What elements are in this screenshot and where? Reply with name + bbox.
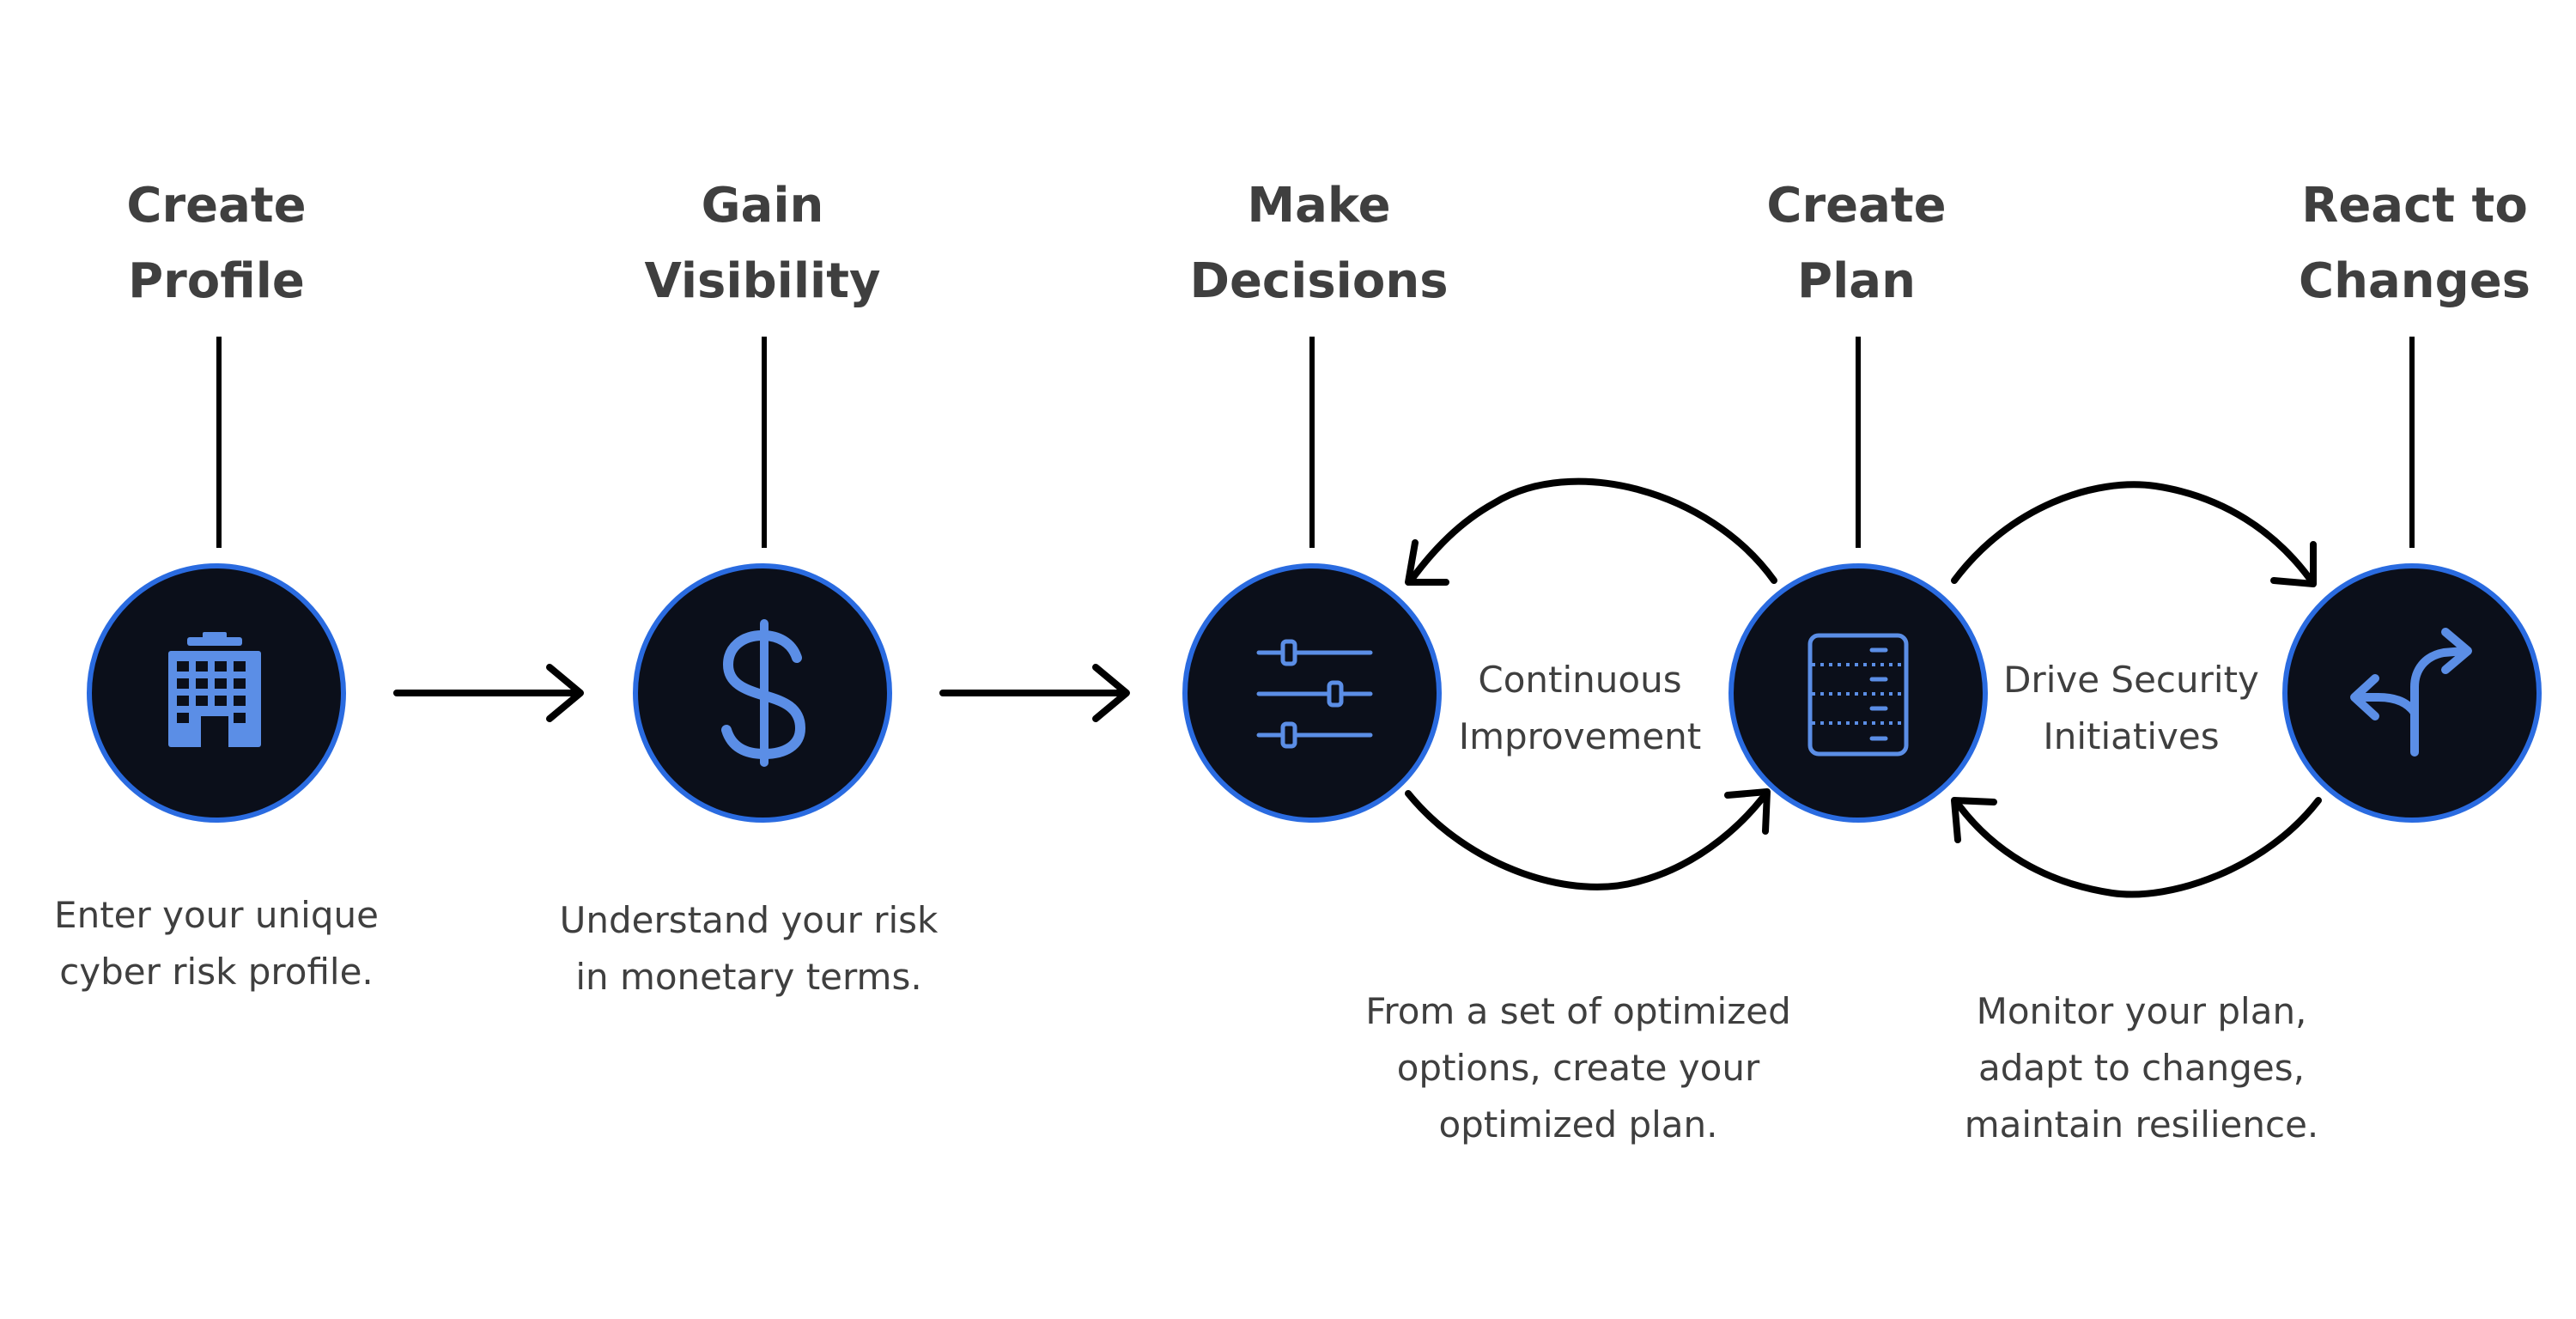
step-title-react-to-changes-line2: Changes <box>2299 253 2530 309</box>
step-node-gain-visibility[interactable] <box>633 563 892 823</box>
step-description-gain-visibility: Understand your risk <box>560 899 939 941</box>
description-create-plan: From a set of optimized <box>1365 990 1791 1032</box>
step-description-gain-visibility-line2: in monetary terms. <box>575 956 921 998</box>
arrow-right <box>939 664 1130 722</box>
loop-label-drive-security: Drive Security <box>2003 659 2259 701</box>
step-title-make-decisions-line2: Decisions <box>1189 253 1448 309</box>
step-title-gain-visibility-line2: Visibility <box>644 253 880 309</box>
step-title-make-decisions: Make <box>1247 178 1390 234</box>
description-create-plan-line2: options, create your <box>1397 1047 1760 1089</box>
step-title-react-to-changes: React to <box>2301 178 2528 234</box>
step-title-create-plan: Create <box>1766 178 1946 234</box>
step-title-create-profile-line2: Profile <box>128 253 305 309</box>
description-react-to-changes-line3: maintain resilience. <box>1965 1103 2319 1146</box>
step-title-create-plan-line2: Plan <box>1797 253 1916 309</box>
building-icon <box>168 632 261 747</box>
server-icon <box>1807 633 1909 757</box>
step-node-make-decisions[interactable] <box>1182 563 1442 823</box>
step-title-create-profile: Create <box>126 178 306 234</box>
step-node-create-profile[interactable] <box>87 563 346 823</box>
dollar-icon <box>721 619 805 767</box>
split-arrow-icon <box>2350 628 2472 757</box>
description-react-to-changes-line2: adapt to changes, <box>1978 1047 2305 1089</box>
step-title-gain-visibility: Gain <box>702 178 824 234</box>
loop-arrow-top-right <box>1951 481 2317 587</box>
description-react-to-changes: Monitor your plan, <box>1977 990 2307 1032</box>
description-create-plan-line3: optimized plan. <box>1438 1103 1717 1146</box>
step-node-react-to-changes[interactable] <box>2282 563 2542 823</box>
step-description-create-profile: Enter your unique <box>54 894 379 936</box>
loop-arrow-bottom-left <box>1405 788 1771 890</box>
sliders-icon <box>1256 639 1373 749</box>
arrow-right <box>393 664 584 722</box>
step-description-create-profile-line2: cyber risk profile. <box>59 951 374 993</box>
loop-arrow-bottom-right <box>1951 797 2322 898</box>
loop-arrow-top-left <box>1405 477 1777 586</box>
step-node-create-plan[interactable] <box>1728 563 1988 823</box>
loop-label-drive-security-line2: Initiatives <box>2043 715 2219 757</box>
loop-label-continuous-improvement: Continuous <box>1478 659 1681 701</box>
loop-label-continuous-improvement-line2: Improvement <box>1459 715 1702 757</box>
